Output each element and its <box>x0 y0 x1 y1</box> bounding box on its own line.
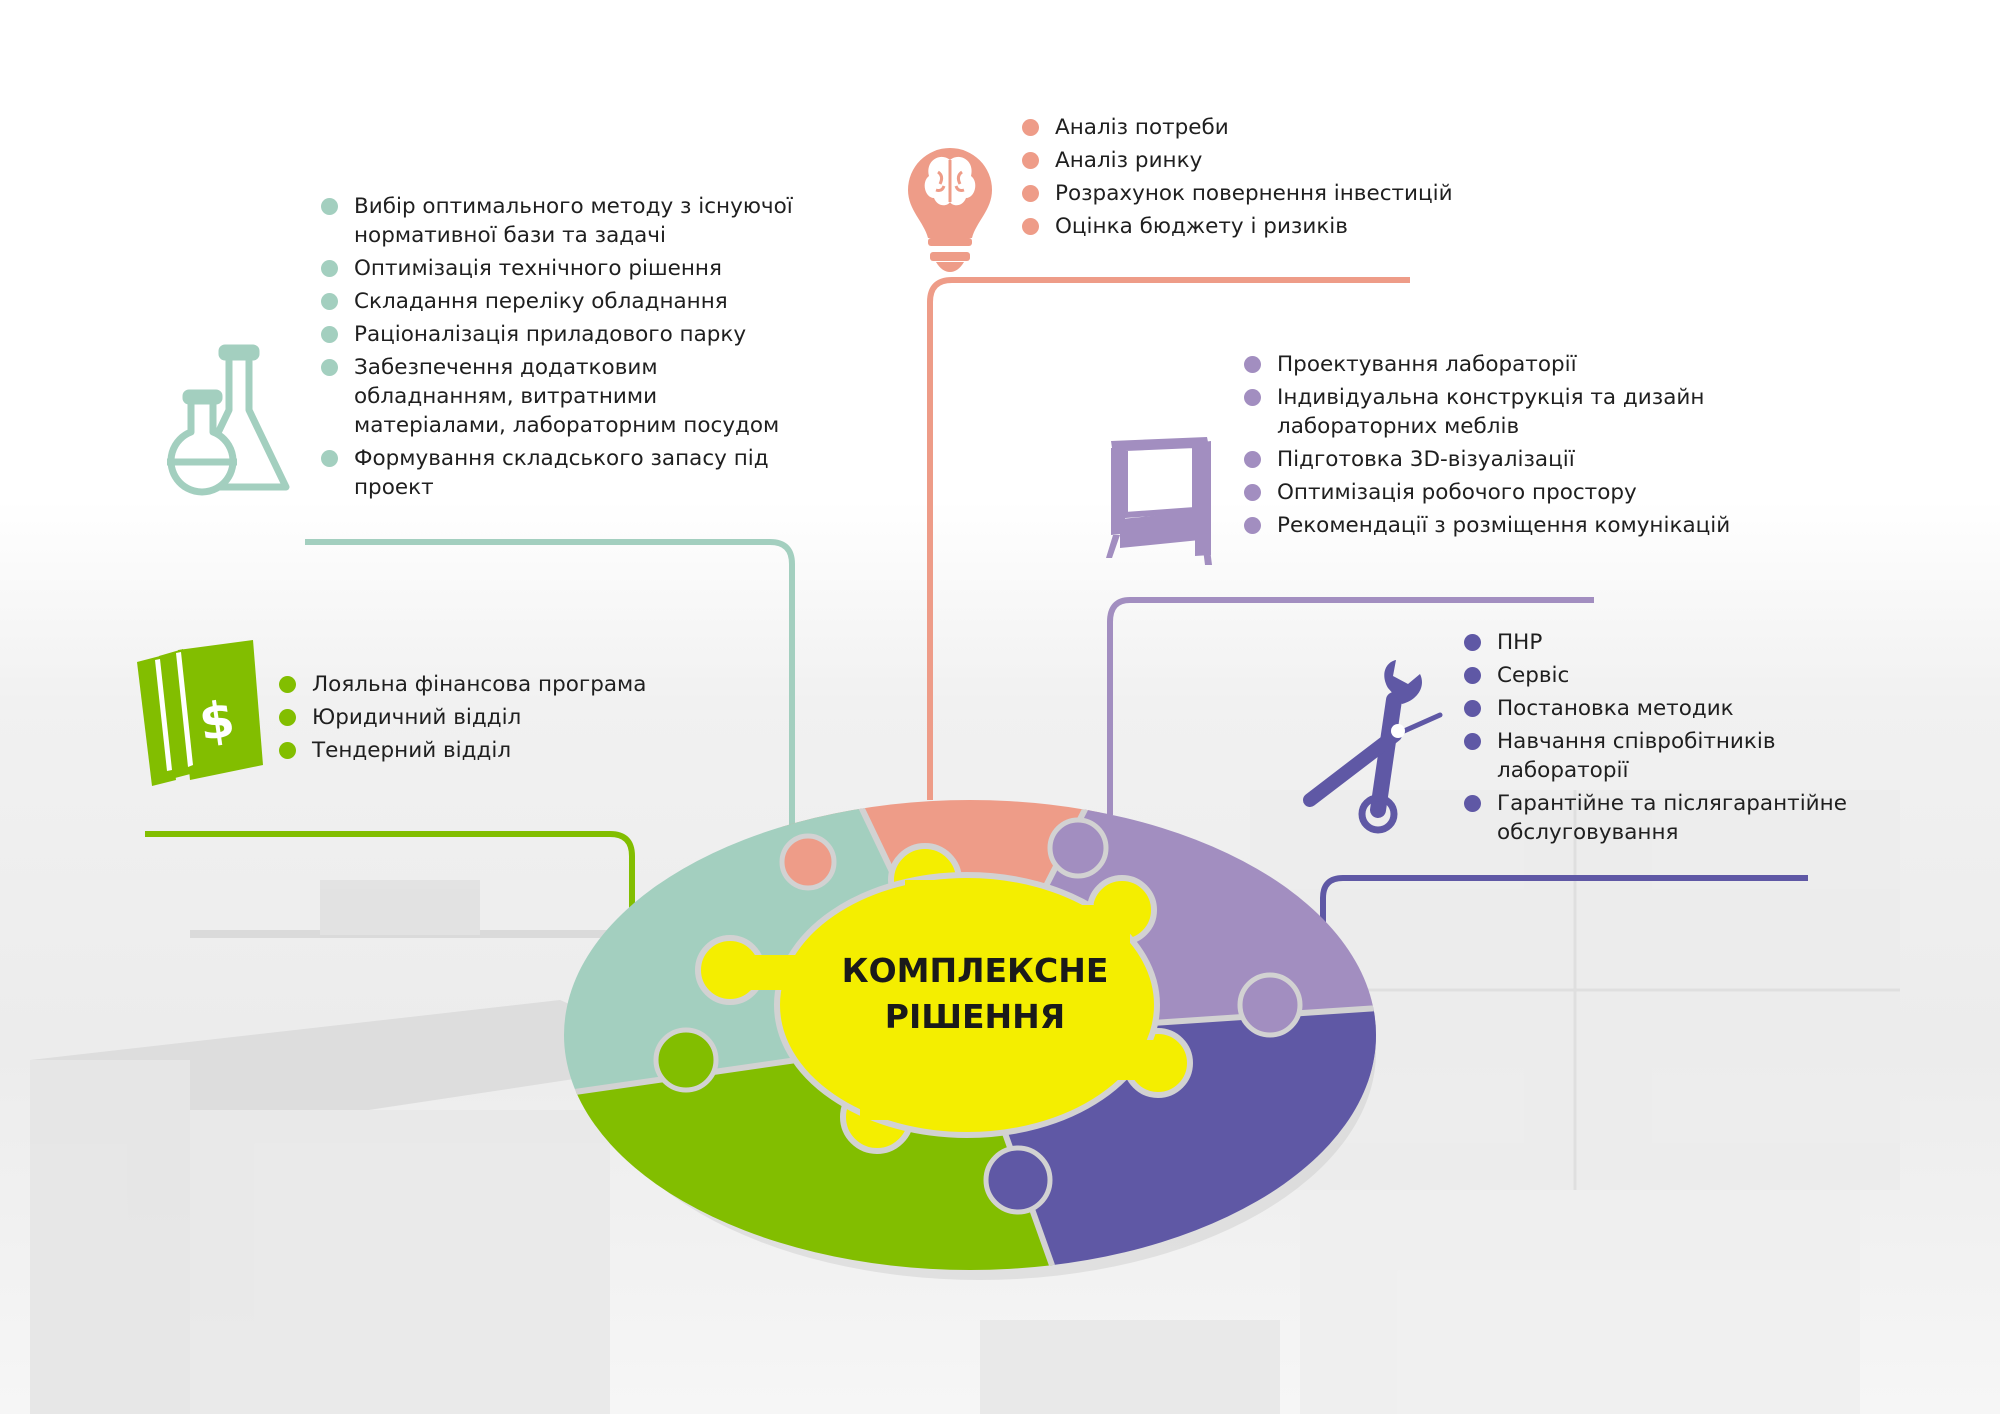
center-title-line2: РІШЕННЯ <box>884 997 1066 1036</box>
finance-list: Лояльна фінансова програма Юридичний від… <box>279 670 699 769</box>
list-item: Проектування лабораторії <box>1244 350 1744 379</box>
lightbulb-brain-icon <box>908 148 992 272</box>
center-title-line1: КОМПЛЕКСНЕ <box>841 951 1109 990</box>
list-item: ПНР <box>1464 628 1894 657</box>
list-item: Гарантійне та післягарантійне обслуговув… <box>1464 789 1894 847</box>
tools-icon <box>1303 660 1443 834</box>
list-item: Аналіз потреби <box>1022 113 1522 142</box>
list-item: Оцінка бюджету і ризиків <box>1022 212 1522 241</box>
fume-hood-icon <box>1106 437 1212 565</box>
analysis-list: Аналіз потреби Аналіз ринку Розрахунок п… <box>1022 113 1522 245</box>
list-item: Вибір оптимального методу з існуючої нор… <box>321 192 811 250</box>
list-item: Складання переліку обладнання <box>321 287 811 316</box>
list-item: Розрахунок повернення інвестицій <box>1022 179 1522 208</box>
money-icon: $ <box>137 640 263 786</box>
list-item: Забезпечення додатковим обладнанням, вит… <box>321 353 811 440</box>
list-item: Раціоналізація приладового парку <box>321 320 811 349</box>
svg-text:$: $ <box>196 690 239 752</box>
list-item: Рекомендації з розміщення комунікацій <box>1244 511 1744 540</box>
center-title: КОМПЛЕКСНЕ РІШЕННЯ <box>820 948 1130 1040</box>
list-item: Лояльна фінансова програма <box>279 670 699 699</box>
list-item: Тендерний відділ <box>279 736 699 765</box>
design-list: Проектування лабораторії Індивідуальна к… <box>1244 350 1744 544</box>
puzzle-ring <box>564 800 1376 1280</box>
lab-flasks-icon <box>167 344 290 496</box>
list-item: Сервіс <box>1464 661 1894 690</box>
list-item: Оптимізація технічного рішення <box>321 254 811 283</box>
list-item: Юридичний відділ <box>279 703 699 732</box>
service-list: ПНР Сервіс Постановка методик Навчання с… <box>1464 628 1894 851</box>
list-item: Навчання співробітників лабораторії <box>1464 727 1894 785</box>
list-item: Постановка методик <box>1464 694 1894 723</box>
connector-lines <box>145 277 1808 1110</box>
list-item: Оптимізація робочого простору <box>1244 478 1744 507</box>
list-item: Аналіз ринку <box>1022 146 1522 175</box>
list-item: Підготовка 3D-візуалізації <box>1244 445 1744 474</box>
technical-list: Вибір оптимального методу з існуючої нор… <box>321 192 811 506</box>
list-item: Індивідуальна конструкція та дизайн лабо… <box>1244 383 1744 441</box>
list-item: Формування складського запасу під проект <box>321 444 811 502</box>
